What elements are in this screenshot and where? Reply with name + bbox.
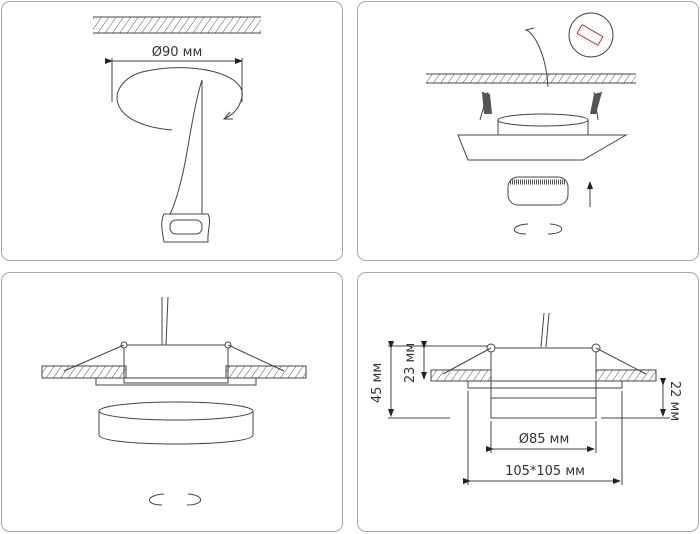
step-3-install-panel xyxy=(1,272,343,532)
step-4-dimensions-panel: 45 мм 23 мм 22 мм Ø85 мм 105*105 мм xyxy=(357,272,699,532)
twist-arrows xyxy=(149,493,202,506)
step-4-illustration: 45 мм 23 мм 22 мм Ø85 мм 105*105 мм xyxy=(370,312,682,485)
rotation-arrow xyxy=(116,67,243,131)
step-1-illustration: Ø90 мм xyxy=(93,16,261,243)
diameter-label: Ø85 мм xyxy=(519,432,570,447)
step-3-illustration xyxy=(41,296,307,506)
ceiling-right xyxy=(225,365,307,379)
spring-clips xyxy=(479,91,603,121)
fixture-body xyxy=(490,347,597,419)
ceiling-hatch xyxy=(426,74,636,83)
power-wire xyxy=(524,27,549,88)
wire xyxy=(161,296,169,346)
frame-size-label: 105*105 мм xyxy=(505,464,585,479)
diameter-label: Ø90 мм xyxy=(152,45,203,60)
ceiling-left xyxy=(41,365,127,379)
wire xyxy=(540,312,550,348)
total-height-label: 45 мм xyxy=(370,363,385,403)
upper-height-label: 23 мм xyxy=(403,343,418,383)
led-module xyxy=(98,411,254,445)
twist-arrows xyxy=(513,223,563,235)
ceiling-left xyxy=(430,369,492,382)
step-2-connect-panel xyxy=(357,1,699,261)
lower-height-label: 22 мм xyxy=(667,381,682,421)
square-frame xyxy=(467,380,623,389)
fixture-body xyxy=(123,344,229,384)
hole-saw-blade xyxy=(169,79,203,215)
square-frame xyxy=(457,134,628,161)
step-1-cut-hole-panel: Ø90 мм xyxy=(1,1,343,261)
ceiling-right xyxy=(595,369,657,382)
ceiling-hatch xyxy=(93,17,261,33)
step-2-illustration xyxy=(426,12,636,235)
saw-handle xyxy=(161,213,211,243)
